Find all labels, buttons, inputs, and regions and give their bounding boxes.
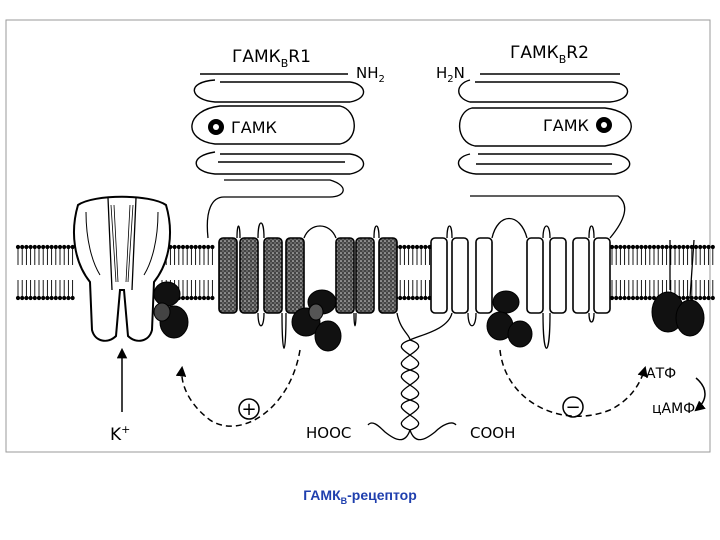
plus-sign: + [241, 399, 256, 420]
g-protein-r1 [291, 289, 342, 352]
cooh-label: COOH [470, 424, 515, 442]
h2n-label: H2N [436, 64, 465, 85]
camp-label: цАМФ [652, 401, 695, 417]
g-protein-r2 [486, 290, 533, 348]
r2-transmembrane-helices [430, 195, 626, 349]
gaba-ligand-r1 [208, 119, 224, 135]
atp-label: АТФ [646, 366, 676, 382]
activation-arrow [175, 349, 301, 427]
ligand-label-1: ГАМК [231, 118, 278, 137]
r1-extracellular-domain [191, 73, 365, 175]
minus-sign: − [565, 397, 580, 418]
potassium-channel [73, 195, 171, 342]
subunit-r2-label: ГАМКBR2 [510, 43, 589, 66]
atp-to-camp-arrow [694, 377, 706, 412]
gaba-ligand-r2 [596, 117, 612, 133]
inhibition-arrow [499, 349, 648, 417]
minus-circle [562, 396, 584, 418]
adenylyl-cyclase [651, 239, 705, 337]
plus-circle [238, 398, 260, 420]
hooc-label: HOOC [306, 424, 351, 442]
g-protein-channel [153, 281, 189, 339]
r2-extracellular-domain [458, 73, 632, 175]
coiled-coil [367, 312, 457, 441]
nh2-label: NH2 [356, 64, 385, 85]
modulation-arrows [116, 347, 706, 427]
ligand-label-2: ГАМК [543, 116, 590, 135]
subunit-r1-label: ГАМКBR1 [232, 47, 311, 70]
potassium-label: K+ [110, 423, 130, 445]
figure-caption: ГАМКB-рецептор [303, 487, 417, 506]
r1-transmembrane-helices [206, 179, 398, 349]
